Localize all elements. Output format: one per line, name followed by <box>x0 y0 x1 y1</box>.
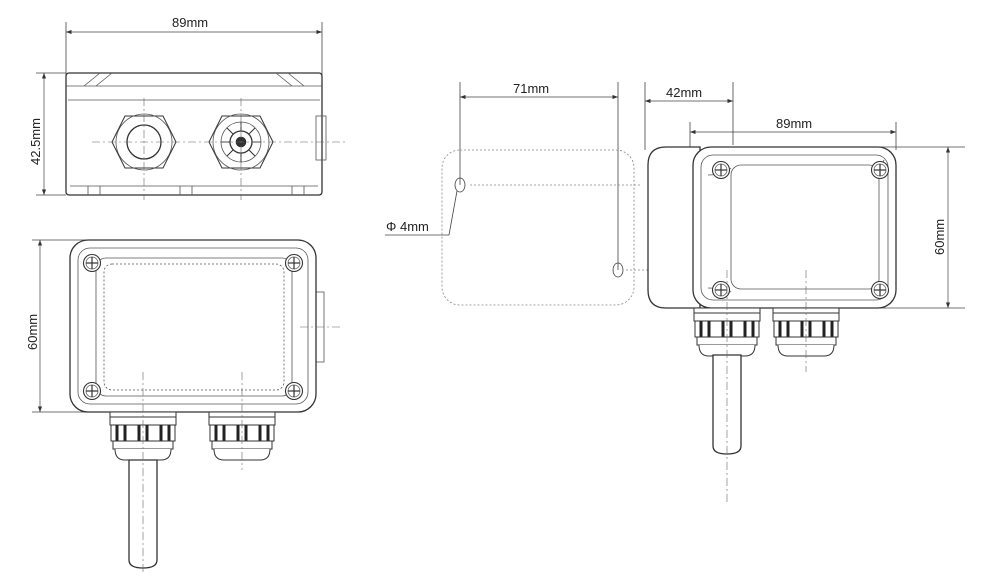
side-profile <box>647 146 701 309</box>
right-width-label: 89mm <box>776 116 812 131</box>
front-height-label: 60mm <box>25 314 40 350</box>
top-housing <box>65 72 323 196</box>
screw-icon <box>284 381 304 401</box>
front-view: 60mm <box>25 239 340 575</box>
right-height-label: 60mm <box>932 219 947 255</box>
mounting-view: 71mm 42mm 89mm 60mm Φ 4mm <box>385 81 965 505</box>
hole-diameter-label: Φ 4mm <box>386 219 429 234</box>
mounting-hole-left <box>454 177 466 193</box>
front-housing <box>69 239 317 413</box>
top-height-label: 42.5mm <box>28 118 43 165</box>
mounting-hole-right <box>612 262 624 278</box>
screw-icon <box>870 280 890 300</box>
screw-icon <box>284 253 304 273</box>
screw-icon <box>870 160 890 180</box>
mounting-plate-outline <box>441 149 635 306</box>
screw-icon <box>82 253 102 273</box>
hole-spacing-label: 71mm <box>513 81 549 96</box>
cable-gland-icon <box>771 306 841 358</box>
offset-label: 42mm <box>666 85 702 100</box>
top-width-label: 89mm <box>172 15 208 30</box>
cable-gland-icon <box>692 306 762 358</box>
screw-icon <box>82 381 102 401</box>
screw-icon <box>711 160 731 180</box>
top-view: 89mm 42.5mm <box>28 15 346 200</box>
